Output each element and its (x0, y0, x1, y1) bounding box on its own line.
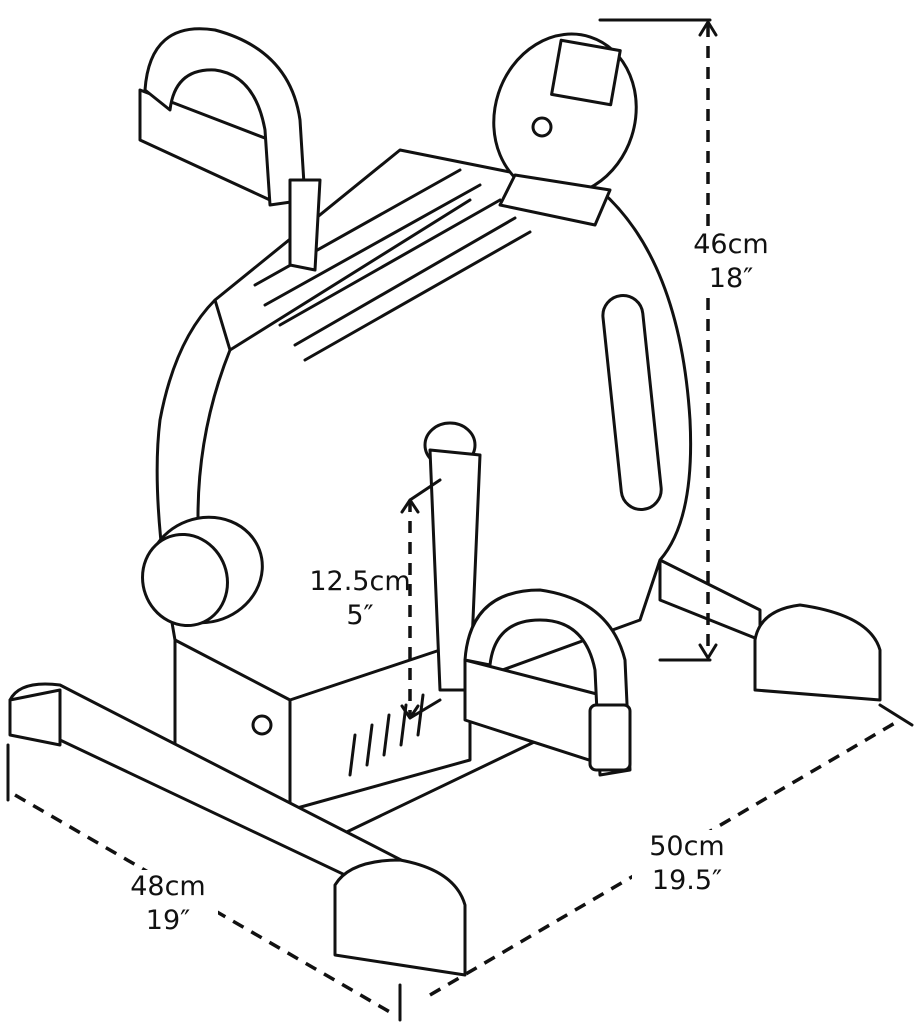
crank-metric: 12.5cm (309, 566, 411, 597)
resistance-knob (141, 515, 264, 628)
dimension-lines (6, 18, 914, 1022)
depth-label: 50cm 19.5″ (632, 830, 742, 898)
height-metric: 46cm (693, 229, 769, 260)
rear-foot-bar (658, 558, 882, 702)
crank-label: 12.5cm 5″ (300, 565, 420, 633)
width-metric: 48cm (130, 871, 206, 902)
crank-imperial: 5″ (346, 600, 374, 631)
depth-metric: 50cm (649, 831, 725, 862)
front-pedal (463, 588, 632, 777)
rear-pedal (138, 27, 322, 272)
main-body (155, 32, 693, 722)
height-label: 46cm 18″ (686, 228, 776, 296)
width-imperial: 19″ (145, 905, 191, 936)
front-foot-bar (8, 682, 467, 977)
depth-imperial: 19.5″ (651, 865, 723, 896)
height-imperial: 18″ (708, 263, 754, 294)
width-label: 48cm 19″ (118, 870, 218, 938)
